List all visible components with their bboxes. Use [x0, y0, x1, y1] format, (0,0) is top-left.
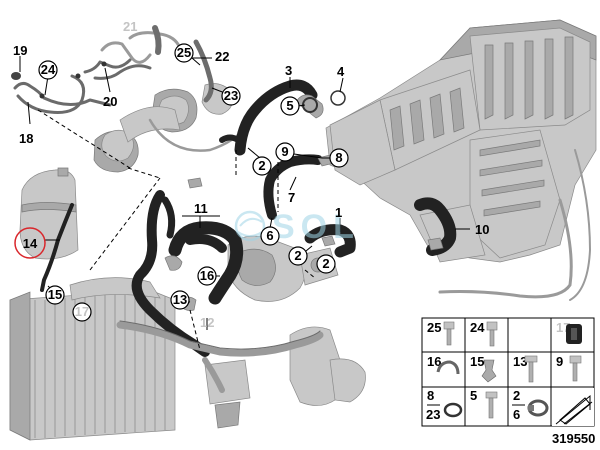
engine-block [325, 19, 597, 301]
circle-label-6: 6 [260, 226, 280, 246]
screw-icon [524, 355, 538, 383]
circle-label-5: 5 [280, 96, 300, 116]
part-labels: 19 18 20 21 22 3 4 7 11 1 10 12 [13, 19, 489, 330]
screw-icon [485, 391, 498, 419]
clamp-icon [436, 360, 460, 375]
clip-icon [481, 359, 497, 383]
svg-text:8: 8 [335, 150, 342, 165]
dashed-lines [37, 109, 316, 351]
label-7: 7 [288, 190, 295, 205]
bolt-icon [443, 321, 455, 346]
diagram-number: 319550 [552, 431, 595, 446]
circle-label-2b: 2 [288, 246, 308, 266]
label-4: 4 [337, 64, 345, 79]
hose-7 [263, 154, 323, 220]
svg-text:6: 6 [266, 228, 273, 243]
arrow-icon [552, 388, 594, 426]
lower-housing [204, 326, 366, 429]
highlight-label-14: 14 [14, 227, 46, 259]
label-18: 18 [19, 131, 33, 146]
legend-23: 23 [426, 407, 440, 422]
hose-10 [414, 197, 457, 256]
circle-label-8: 8 [329, 148, 349, 168]
grommet-icon [566, 324, 582, 344]
circled-labels: 24 25 23 5 9 8 2 6 2 2 16 13 15 17 [38, 43, 349, 322]
svg-text:2: 2 [294, 248, 301, 263]
pipe-12 [116, 320, 324, 393]
label-19: 19 [13, 43, 27, 58]
circle-label-16: 16 [197, 266, 217, 286]
circle-label-15: 15 [45, 285, 65, 305]
o-ring-icon [443, 402, 463, 418]
legend-table: 25 24 17 16 15 13 9 8 23 5 2 6 [421, 317, 595, 427]
svg-text:2: 2 [258, 158, 265, 173]
label-22: 22 [215, 49, 229, 64]
svg-text:16: 16 [200, 268, 214, 283]
svg-text:17: 17 [75, 304, 89, 319]
svg-text:5: 5 [286, 98, 293, 113]
hose-3 [219, 79, 318, 156]
circle-label-25: 25 [174, 43, 194, 63]
radiator [9, 277, 176, 441]
circle-label-23: 23 [221, 86, 241, 106]
hose-clamp-icon [527, 399, 549, 417]
watermark: SOL [234, 208, 360, 246]
legend-9: 9 [556, 354, 563, 369]
label-11: 11 [194, 201, 208, 216]
legend-15: 15 [470, 354, 484, 369]
screw-icon [569, 355, 582, 382]
ghost-hoses-top [100, 25, 214, 103]
watermark-text: SOL [272, 208, 360, 246]
small-parts [164, 90, 444, 311]
label-10: 10 [475, 222, 489, 237]
expansion-tank [19, 167, 79, 260]
label-12: 12 [200, 315, 214, 330]
circle-label-9: 9 [275, 142, 295, 162]
label-1: 1 [335, 205, 342, 220]
svg-text:2: 2 [322, 256, 329, 271]
circle-label-2a: 2 [252, 156, 272, 176]
hose-11 [168, 221, 244, 305]
circle-label-13: 13 [170, 290, 190, 310]
pipes-18-20-24 [11, 58, 152, 114]
legend-8: 8 [427, 388, 434, 403]
hose-large-left [131, 190, 210, 357]
circle-label-24: 24 [38, 60, 58, 80]
svg-text:23: 23 [224, 88, 238, 103]
label-20: 20 [103, 94, 117, 109]
bolt-icon [486, 321, 498, 347]
svg-text:14: 14 [23, 236, 38, 251]
legend-24: 24 [470, 320, 485, 335]
label-3: 3 [285, 63, 292, 78]
circle-label-17: 17 [72, 302, 92, 322]
legend-13: 13 [513, 354, 527, 369]
svg-text:25: 25 [177, 45, 191, 60]
legend-6: 6 [513, 407, 520, 422]
circle-label-2c: 2 [316, 254, 336, 274]
legend-25: 25 [427, 320, 441, 335]
label-21: 21 [123, 19, 137, 34]
svg-text:9: 9 [281, 144, 288, 159]
legend-5: 5 [470, 388, 477, 403]
svg-text:13: 13 [173, 292, 187, 307]
svg-text:24: 24 [41, 62, 56, 77]
svg-text:15: 15 [48, 287, 62, 302]
legend-16: 16 [427, 354, 441, 369]
legend-2: 2 [513, 388, 520, 403]
